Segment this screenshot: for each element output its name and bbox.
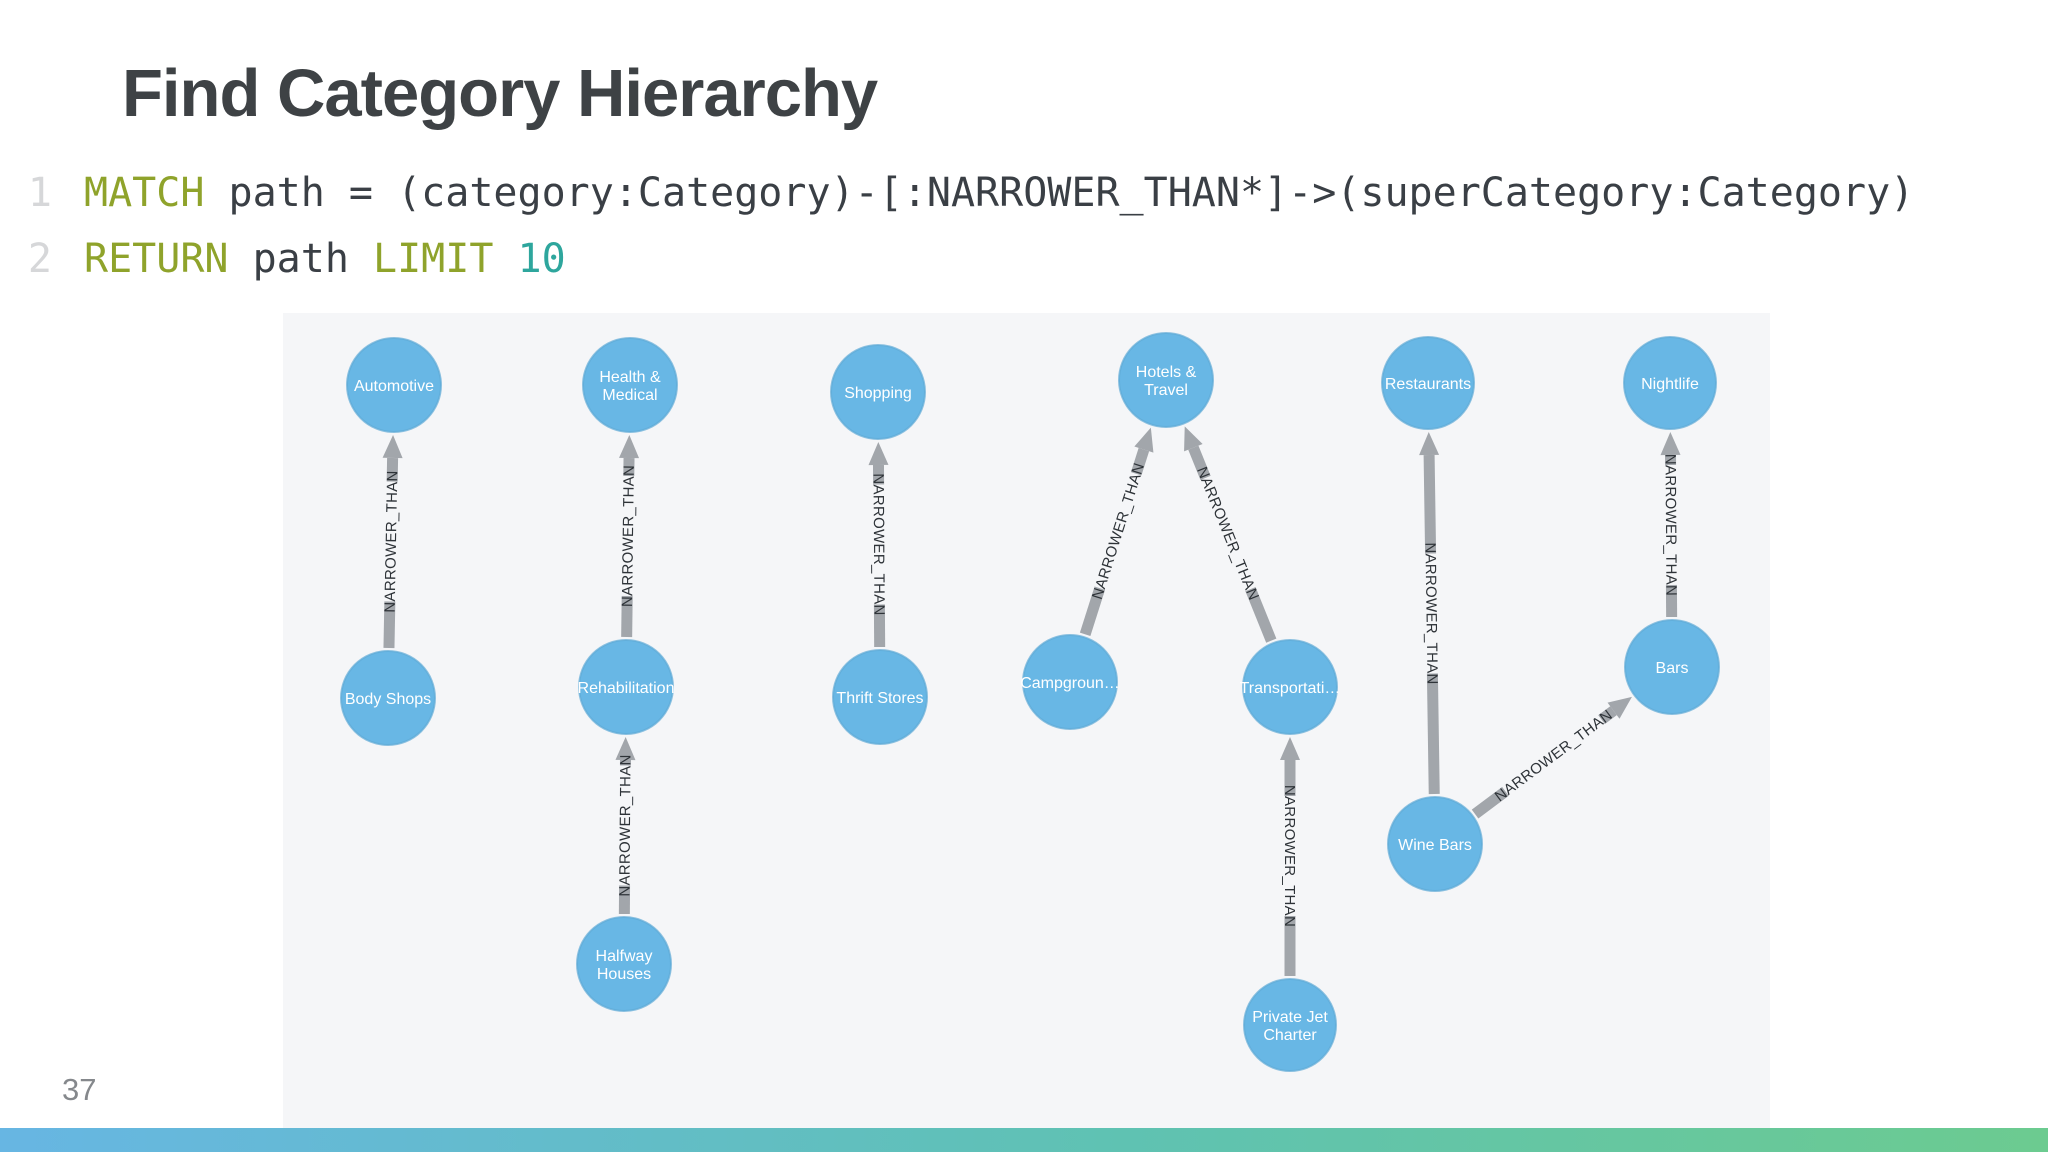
svg-text:NARROWER_THAN: NARROWER_THAN (1193, 465, 1262, 603)
graph-node-bars[interactable]: Bars (1624, 619, 1720, 715)
code-token: path = (category:Category)-[:NARROWER_TH… (204, 170, 1915, 216)
footer-bar (0, 1128, 2048, 1152)
edge-label: NARROWER_THAN (1193, 465, 1262, 603)
node-label: Campgroun… (1020, 675, 1120, 692)
svg-text:NARROWER_THAN: NARROWER_THAN (619, 465, 638, 607)
graph-edge[interactable]: NARROWER_THAN (617, 434, 640, 638)
svg-text:NARROWER_THAN: NARROWER_THAN (1492, 707, 1616, 806)
code-text: MATCH path = (category:Category)-[:NARRO… (84, 160, 1914, 226)
node-label: Bars (1656, 660, 1689, 677)
edge-label: NARROWER_THAN (379, 470, 403, 613)
graph-edge[interactable]: NARROWER_THAN (379, 434, 403, 649)
node-label: Shopping (844, 385, 912, 402)
edge-label: NARROWER_THAN (1280, 785, 1300, 927)
edge-label: NARROWER_THAN (1660, 454, 1682, 596)
code-token: LIMIT (373, 236, 494, 282)
graph-node-nightlife[interactable]: Nightlife (1623, 336, 1717, 430)
graph-node-restaurants[interactable]: Restaurants (1381, 336, 1475, 430)
node-label: Body Shops (345, 691, 431, 708)
svg-text:NARROWER_THAN: NARROWER_THAN (616, 754, 634, 896)
page-number: 37 (62, 1072, 97, 1107)
edge-label: NARROWER_THAN (1492, 707, 1616, 806)
graph-node-automotive[interactable]: Automotive (346, 337, 442, 433)
code-token: RETURN (84, 236, 229, 282)
code-token: 10 (517, 236, 566, 282)
node-label: Wine Bars (1398, 837, 1472, 854)
node-label: Restaurants (1385, 376, 1471, 393)
graph-edge[interactable]: NARROWER_THAN (614, 736, 636, 915)
graph-node-health-medical[interactable]: Health &Medical (582, 337, 678, 433)
graph-edge[interactable]: NARROWER_THAN (1471, 696, 1632, 819)
graph-node-shopping[interactable]: Shopping (830, 344, 926, 440)
svg-text:NARROWER_THAN: NARROWER_THAN (382, 470, 402, 613)
code-token: MATCH (84, 170, 205, 216)
edge-label: NARROWER_THAN (1420, 542, 1443, 685)
line-number: 1 (27, 170, 52, 216)
graph-node-campgrounds[interactable]: Campgroun… (1020, 634, 1120, 730)
edge-label: NARROWER_THAN (1089, 461, 1148, 602)
page-title: Find Category Hierarchy (122, 55, 878, 131)
svg-text:NARROWER_THAN: NARROWER_THAN (1421, 542, 1440, 684)
graph-edge[interactable]: NARROWER_THAN (1184, 426, 1277, 643)
graph-node-transportation[interactable]: Transportati… (1240, 639, 1341, 735)
edge-label: NARROWER_THAN (617, 465, 639, 607)
code-line: 2 RETURN path LIMIT 10 (0, 226, 1914, 292)
code-block: 1 MATCH path = (category:Category)-[:NARR… (0, 160, 1914, 292)
line-number: 2 (27, 236, 52, 282)
graph-edge[interactable]: NARROWER_THAN (868, 441, 890, 648)
svg-text:NARROWER_THAN: NARROWER_THAN (1281, 785, 1298, 927)
node-label: Automotive (354, 378, 434, 395)
graph-edge[interactable]: NARROWER_THAN (1280, 737, 1300, 976)
node-label: Rehabilitation (578, 680, 675, 697)
graph-node-wine-bars[interactable]: Wine Bars (1387, 796, 1483, 892)
node-label: Transportati… (1240, 680, 1341, 697)
graph-node-thrift-stores[interactable]: Thrift Stores (832, 649, 928, 745)
code-token: path (228, 236, 373, 282)
code-token (493, 236, 517, 282)
svg-text:NARROWER_THAN: NARROWER_THAN (1089, 461, 1148, 602)
node-label: Nightlife (1641, 376, 1699, 393)
svg-text:NARROWER_THAN: NARROWER_THAN (1661, 454, 1679, 596)
graph-node-body-shops[interactable]: Body Shops (340, 650, 436, 746)
edge-label: NARROWER_THAN (614, 754, 636, 897)
code-text: RETURN path LIMIT 10 (84, 226, 566, 292)
graph-svg: NARROWER_THAN NARROWER_THAN NARROWER_THAN N… (340, 332, 1720, 1072)
node-label: Hotels &Travel (1136, 364, 1197, 399)
graph-node-hotels-travel[interactable]: Hotels &Travel (1118, 332, 1214, 428)
graph-edge[interactable]: NARROWER_THAN (1079, 427, 1154, 637)
edge-label: NARROWER_THAN (868, 473, 890, 616)
graph-edge[interactable]: NARROWER_THAN (1419, 431, 1443, 795)
node-label: Health &Medical (599, 369, 661, 404)
graph-node-rehabilitation[interactable]: Rehabilitation (578, 639, 675, 735)
graph-edge[interactable]: NARROWER_THAN (1660, 431, 1682, 618)
graph-panel[interactable]: NARROWER_THAN NARROWER_THAN NARROWER_THAN N… (283, 313, 1770, 1128)
node-label: Thrift Stores (836, 690, 923, 707)
code-line: 1 MATCH path = (category:Category)-[:NARR… (0, 160, 1914, 226)
svg-text:NARROWER_THAN: NARROWER_THAN (870, 473, 888, 615)
